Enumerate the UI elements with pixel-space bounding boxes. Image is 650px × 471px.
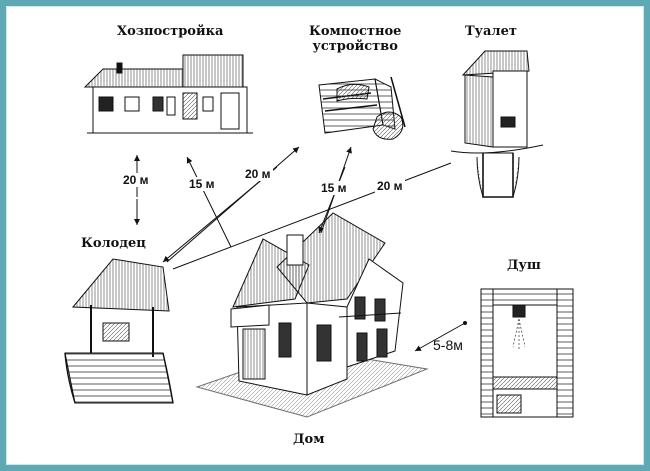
connector-shower-house: [415, 323, 465, 351]
distance-shed-house: 15 м: [187, 177, 217, 191]
well-illustration: [65, 259, 173, 403]
compost-illustration: [319, 77, 405, 139]
toilet-illustration: [451, 51, 543, 197]
label-well: Колодец: [81, 236, 146, 251]
label-toilet: Туалет: [465, 24, 517, 39]
distance-compost-well: 20 м: [243, 167, 273, 181]
connector-toilet-well: [173, 163, 451, 269]
label-house: Дом: [293, 432, 325, 447]
shed-illustration: [85, 55, 253, 133]
distance-compost-house: 15 м: [319, 181, 349, 195]
shower-illustration: [481, 289, 573, 417]
diagram-drawing: [7, 7, 644, 465]
diagram-canvas: Хозпостройка Компостное устройство Туале…: [6, 6, 644, 465]
connector-shed-house: [187, 157, 231, 247]
distance-toilet-well: 20 м: [375, 179, 405, 193]
label-shower: Душ: [507, 258, 541, 273]
distance-shower-house: 5-8м: [433, 337, 463, 353]
house-illustration: [197, 213, 427, 417]
label-shed: Хозпостройка: [117, 24, 224, 39]
label-compost: Компостное устройство: [309, 24, 402, 54]
connector-compost-well: [167, 147, 299, 262]
distance-shed-well: 20 м: [121, 173, 151, 187]
